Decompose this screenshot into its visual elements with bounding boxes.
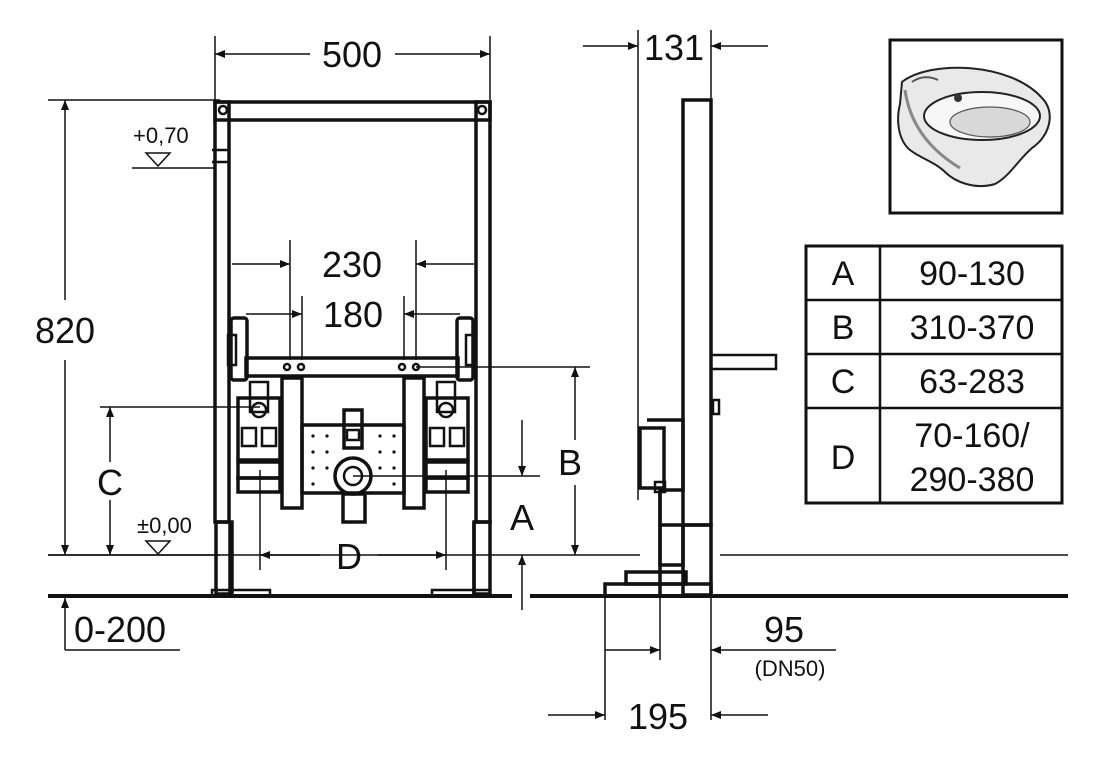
table-key-d: D: [831, 439, 856, 477]
table-key-b: B: [832, 309, 855, 347]
level-top-mark: +0,70: [132, 123, 215, 169]
depth-label: 131: [644, 27, 704, 68]
dimension-b: B: [416, 366, 590, 555]
table-value-a: 90-130: [919, 255, 1025, 293]
side-view: 131 95 (DN50) 195: [530, 27, 1068, 737]
dimension-drain: 95 (DN50): [605, 596, 836, 720]
height-label: 820: [35, 310, 95, 351]
dimension-230: 230: [232, 240, 474, 360]
spacing-inner-label: 180: [323, 294, 383, 335]
level-top-label: +0,70: [133, 123, 189, 148]
drain-offset-label: 95: [764, 609, 804, 650]
table-key-a: A: [832, 255, 855, 293]
dimension-a: A: [353, 420, 540, 610]
base-depth-label: 195: [628, 696, 688, 737]
d-label: D: [336, 536, 362, 577]
mounting-frame: [210, 100, 492, 598]
dimension-table: A 90-130 B 310-370 C 63-283 D 70-160/ 29…: [804, 244, 1064, 505]
wall-hung-bidet-icon: [888, 38, 1064, 215]
dimension-floor-adjust: 0-200: [61, 598, 180, 651]
dimension-width: 500: [214, 34, 491, 100]
level-zero-label: ±0,00: [137, 513, 192, 538]
front-view: 500 820 +0,70 ±0,00 C: [35, 34, 640, 651]
dimension-depth: 131: [583, 27, 768, 500]
table-key-c: C: [831, 363, 856, 401]
drain-size-label: (DN50): [755, 656, 826, 681]
spacing-outer-label: 230: [322, 244, 382, 285]
table-value-d-line2: 290-380: [910, 461, 1035, 499]
floor-adjust-label: 0-200: [74, 609, 166, 650]
table-value-c: 63-283: [919, 363, 1025, 401]
dimension-c: C: [97, 406, 260, 555]
c-label: C: [97, 462, 123, 503]
table-value-d-line1: 70-160/: [914, 417, 1030, 455]
level-zero-mark: ±0,00: [137, 513, 192, 556]
b-label: B: [558, 442, 582, 483]
a-label: A: [510, 497, 534, 538]
width-label: 500: [322, 34, 382, 75]
dimension-base-depth: 195: [548, 596, 768, 737]
dimension-180: 180: [246, 294, 460, 360]
table-value-b: 310-370: [910, 309, 1035, 347]
